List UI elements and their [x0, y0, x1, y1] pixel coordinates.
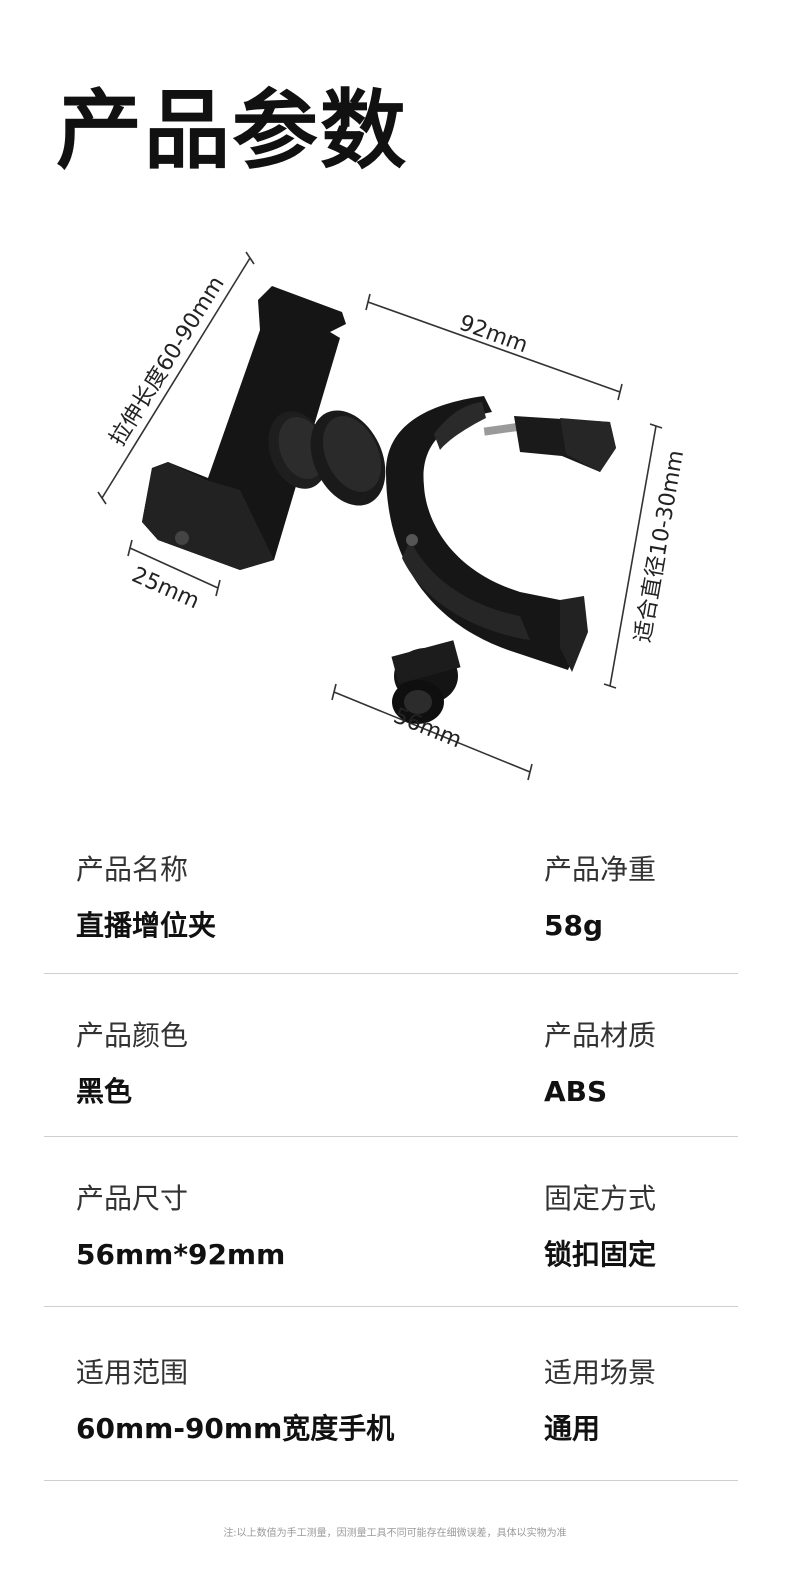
spec-label: 适用场景 — [544, 1356, 657, 1389]
spec-label: 产品名称 — [76, 853, 189, 886]
spec-cell-name: 产品名称 直播增位夹 — [76, 856, 216, 940]
spec-value: 直播增位夹 — [76, 909, 217, 942]
dim-line-diameter — [609, 425, 657, 687]
spec-cell-material: 产品材质 ABS — [544, 1022, 656, 1106]
spec-label: 产品净重 — [544, 853, 657, 886]
page-title: 产品参数 — [56, 81, 408, 181]
screw-knob — [483, 416, 616, 472]
spec-value: 60mm-90mm宽度手机 — [76, 1412, 395, 1445]
spec-table: 产品名称 直播增位夹 产品净重 58g 产品颜色 黑色 产品材质 ABS 产品尺… — [44, 830, 738, 1481]
spec-value: ABS — [544, 1075, 608, 1108]
spec-cell-size: 产品尺寸 56mm*92mm — [76, 1185, 285, 1269]
phone-holder — [142, 286, 346, 570]
spec-row: 产品名称 直播增位夹 产品净重 58g — [44, 830, 738, 974]
dim-line-25 — [129, 547, 219, 589]
spec-label: 固定方式 — [544, 1182, 657, 1215]
product-image: 拉伸长度60-90mm 92mm 25mm 适合直径10-30mm 56mm — [90, 240, 710, 800]
spec-row: 产品颜色 黑色 产品材质 ABS — [44, 974, 738, 1137]
spec-cell-range: 适用范围 60mm-90mm宽度手机 — [76, 1359, 394, 1443]
spec-label: 产品颜色 — [76, 1019, 189, 1052]
spec-value: 通用 — [544, 1412, 601, 1445]
dim-line-56 — [333, 691, 531, 773]
spec-value: 锁扣固定 — [544, 1238, 657, 1271]
spec-row: 产品尺寸 56mm*92mm 固定方式 锁扣固定 — [44, 1137, 738, 1307]
phone-clamp-illustration — [97, 251, 663, 781]
connector-knob — [268, 410, 386, 506]
dim-line-stretch — [101, 257, 251, 499]
dimension-lines — [97, 251, 663, 781]
spec-cell-weight: 产品净重 58g — [544, 856, 656, 940]
spec-label: 适用范围 — [76, 1356, 189, 1389]
bottom-lock-knob — [391, 640, 461, 724]
dim-line-92 — [367, 301, 621, 393]
footnote: 注:以上数值为手工测量，因测量工具不同可能存在细微误差，具体以实物为准 — [223, 1528, 567, 1539]
spec-cell-scene: 适用场景 通用 — [544, 1359, 656, 1443]
clamp-ring — [386, 396, 588, 672]
spec-cell-color: 产品颜色 黑色 — [76, 1022, 188, 1106]
spec-cell-fixing: 固定方式 锁扣固定 — [544, 1185, 656, 1269]
spec-value: 58g — [544, 909, 604, 942]
spec-label: 产品材质 — [544, 1019, 657, 1052]
spec-value: 黑色 — [76, 1075, 133, 1108]
spec-label: 产品尺寸 — [76, 1182, 189, 1215]
spec-row: 适用范围 60mm-90mm宽度手机 适用场景 通用 — [44, 1307, 738, 1481]
spec-value: 56mm*92mm — [76, 1238, 286, 1271]
